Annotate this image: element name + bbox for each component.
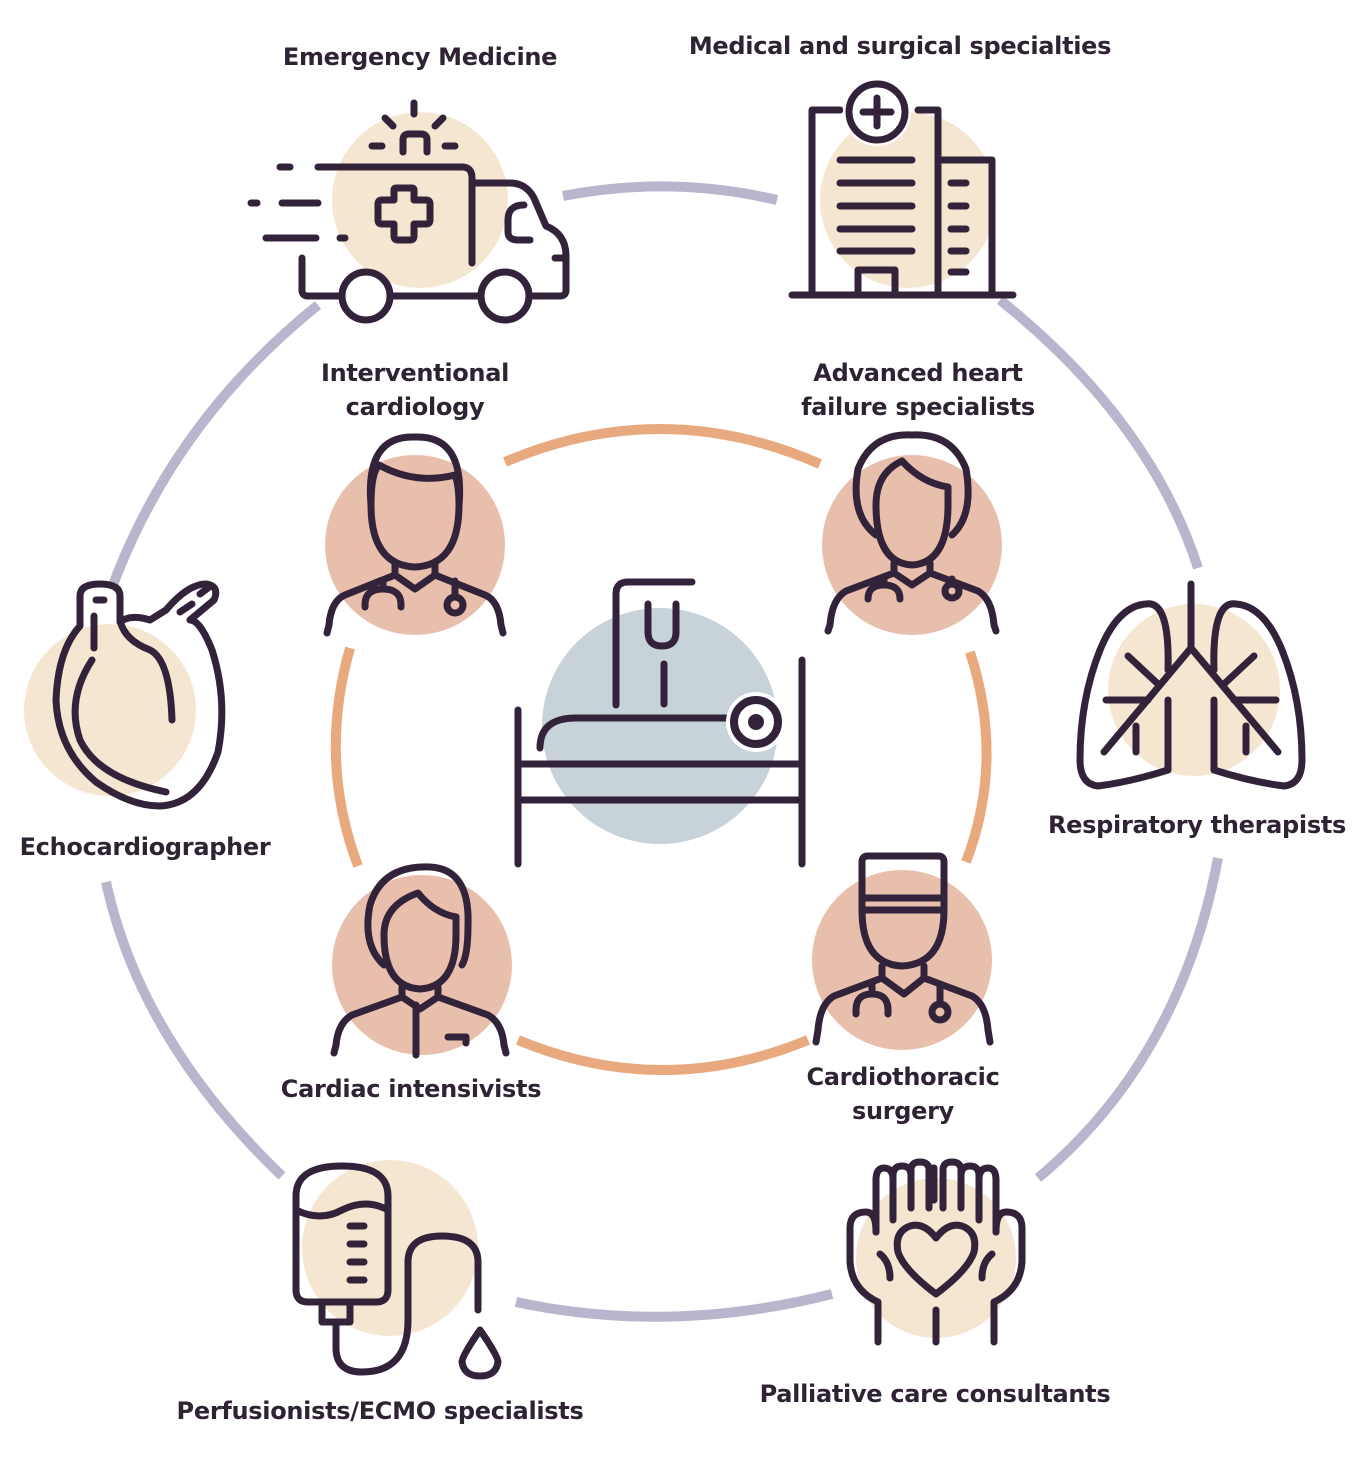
- label-line: failure specialists: [801, 393, 1035, 421]
- label-line: surgery: [851, 1097, 955, 1125]
- label-interventional-cardiology: Interventional cardiology: [290, 356, 540, 424]
- lungs-icon: [1076, 580, 1306, 790]
- ambulance-icon: [247, 99, 570, 324]
- outer-ring-arc: [514, 1289, 834, 1322]
- inner-ring-arc: [516, 1035, 810, 1075]
- label-line: Advanced heart: [813, 359, 1023, 387]
- label-medical-surgical-specialties: Medical and surgical specialties: [688, 32, 1112, 60]
- male-doctor-icon: [323, 433, 507, 637]
- female-doctor-icon: [822, 431, 1002, 635]
- outer-ring-arc: [996, 296, 1203, 570]
- female-clinician-icon: [330, 863, 512, 1059]
- outer-ring: [101, 181, 1223, 1322]
- inner-ring-arc: [503, 424, 822, 469]
- outer-ring-arc: [101, 880, 286, 1180]
- label-respiratory-therapists: Respiratory therapists: [1048, 811, 1346, 839]
- label-perfusionists-ecmo: Perfusionists/ECMO specialists: [176, 1397, 584, 1425]
- inner-ring: [330, 424, 992, 1075]
- surgeon-icon: [812, 852, 994, 1050]
- label-advanced-heart-failure: Advanced heart failure specialists: [780, 356, 1056, 424]
- hospital-building-icon: [788, 78, 1017, 299]
- label-line: Cardiac intensivists: [280, 1075, 542, 1103]
- label-line: Interventional: [320, 359, 510, 387]
- inner-ring-arc: [330, 646, 363, 868]
- heart-organ-icon: [24, 580, 226, 810]
- iv-bag-icon: [292, 1160, 502, 1380]
- hospital-bed-icon: [514, 578, 806, 868]
- label-cardiothoracic-surgery: Cardiothoracic surgery: [780, 1060, 1026, 1128]
- hands-heart-icon: [846, 1158, 1026, 1346]
- label-emergency-medicine: Emergency Medicine: [282, 43, 558, 71]
- label-cardiac-intensivists: Cardiac intensivists: [270, 1072, 552, 1106]
- outer-ring-arc: [108, 301, 322, 587]
- label-palliative-care: Palliative care consultants: [759, 1380, 1111, 1408]
- label-echocardiographer: Echocardiographer: [19, 833, 271, 861]
- outer-ring-arc: [1034, 857, 1223, 1182]
- label-line: cardiology: [345, 393, 485, 421]
- label-line: Cardiothoracic: [806, 1063, 1000, 1091]
- outer-ring-arc: [562, 181, 779, 205]
- inner-ring-arc: [961, 650, 992, 864]
